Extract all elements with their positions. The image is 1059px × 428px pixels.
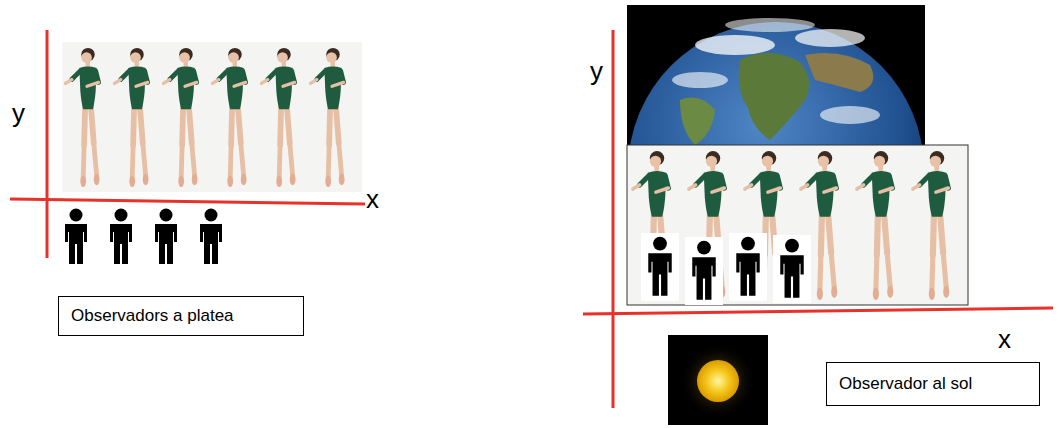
observer-box: Observadors a platea xyxy=(58,296,304,336)
dancers-photo xyxy=(62,42,362,192)
box-caption: Observador al sol xyxy=(839,374,972,394)
box-caption: Observadors a platea xyxy=(71,306,234,326)
axis-label: y xyxy=(12,100,25,126)
observer-icons xyxy=(65,209,222,265)
axes xyxy=(583,30,1053,408)
axis-label: x xyxy=(366,186,379,212)
observer-box: Observador al sol xyxy=(826,362,1040,406)
observer-icons xyxy=(641,233,811,305)
axis-label: x xyxy=(998,326,1011,352)
axes xyxy=(10,30,365,258)
dancers-photo xyxy=(627,145,968,305)
sun-photo xyxy=(668,335,768,425)
axis-label: y xyxy=(590,58,603,84)
